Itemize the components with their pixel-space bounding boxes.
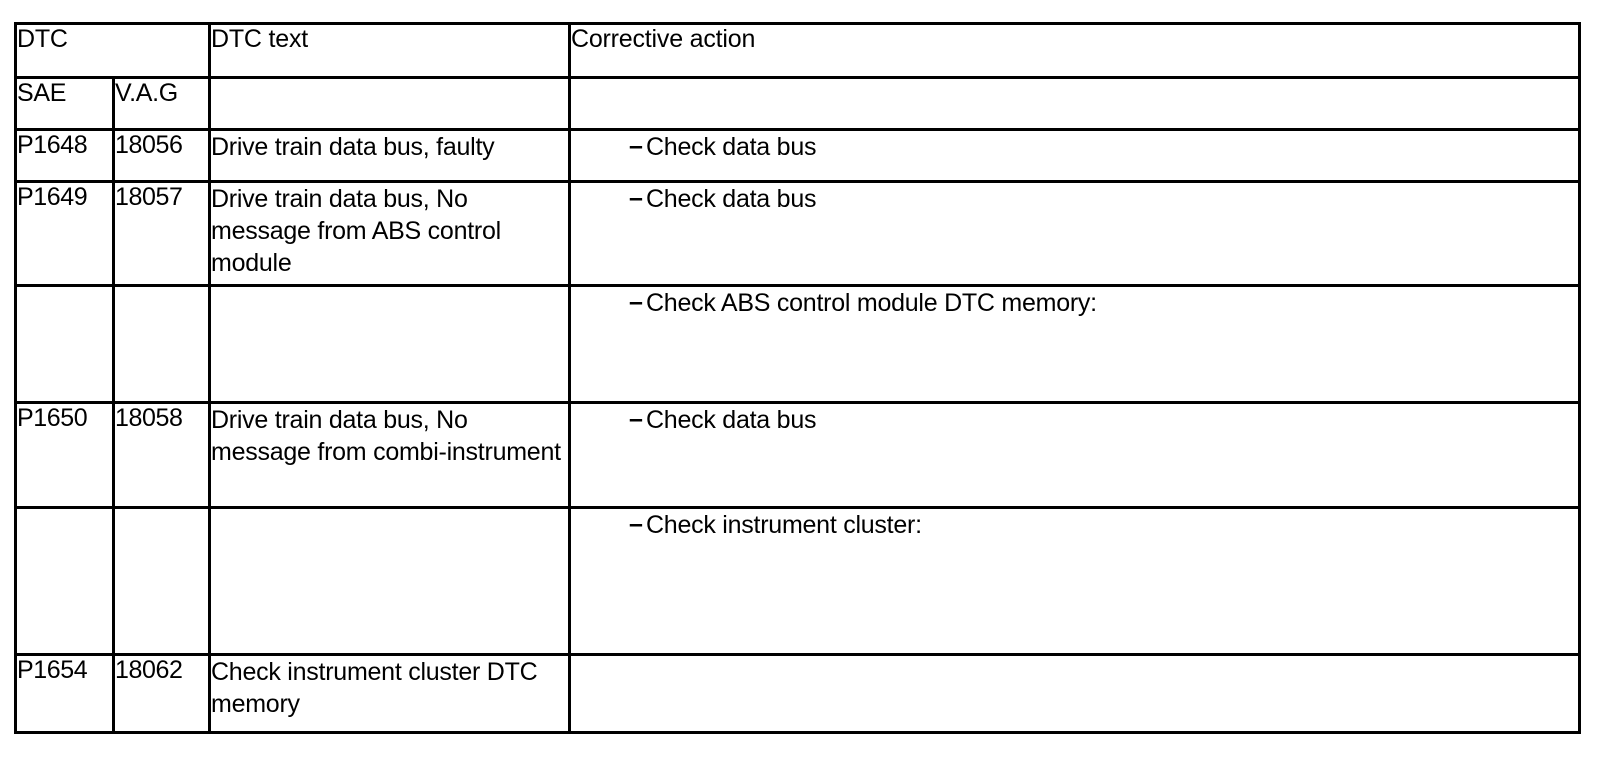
- dtc-table: DTC DTC text Corrective action SAE V.A.G…: [14, 22, 1581, 734]
- action-item-label: Check data bus: [646, 133, 817, 161]
- column-subheader-vag: V.A.G: [112, 76, 211, 131]
- cell-sae-code: P1650: [14, 401, 115, 509]
- cell-dtc-text: Drive train data bus, No message from co…: [208, 401, 571, 509]
- cell-dtc-text: [208, 284, 571, 404]
- cell-vag-code: 18062: [112, 653, 211, 734]
- action-item-label: Check data bus: [646, 185, 817, 213]
- table-body: P1648 18056 Drive train data bus, faulty…: [14, 128, 1581, 734]
- action-item: – Check data bus: [571, 404, 1578, 436]
- table-header: DTC DTC text Corrective action SAE V.A.G: [14, 22, 1581, 131]
- header-row-group: DTC DTC text Corrective action: [14, 22, 1581, 79]
- cell-sae-code: P1648: [14, 128, 115, 183]
- cell-corrective-action: – Check data bus: [568, 128, 1581, 183]
- cell-corrective-action: – Check ABS control module DTC memory:: [568, 284, 1581, 404]
- cell-dtc-text: Check instrument cluster DTC memory: [208, 653, 571, 734]
- table-row: P1649 18057 Drive train data bus, No mes…: [14, 180, 1581, 287]
- dash-bullet-icon: –: [629, 405, 643, 433]
- dash-bullet-icon: –: [629, 510, 643, 538]
- cell-corrective-action: – Check data bus: [568, 180, 1581, 287]
- table-row: – Check ABS control module DTC memory:: [14, 284, 1581, 404]
- action-item: – Check ABS control module DTC memory:: [571, 287, 1578, 319]
- action-item: – Check instrument cluster:: [571, 509, 1578, 541]
- column-header-dtc: DTC: [14, 22, 211, 79]
- table-row: P1654 18062 Check instrument cluster DTC…: [14, 653, 1581, 734]
- action-item-label: Check instrument cluster:: [646, 511, 922, 539]
- action-item-label: Check data bus: [646, 406, 817, 434]
- table-row: – Check instrument cluster:: [14, 506, 1581, 656]
- cell-vag-code: [112, 284, 211, 404]
- column-subheader-sae: SAE: [14, 76, 115, 131]
- cell-sae-code: P1654: [14, 653, 115, 734]
- cell-vag-code: 18056: [112, 128, 211, 183]
- cell-corrective-action: [568, 653, 1581, 734]
- action-item-label: Check ABS control module DTC memory:: [646, 289, 1097, 317]
- cell-sae-code: P1649: [14, 180, 115, 287]
- action-item: – Check data bus: [571, 183, 1578, 215]
- action-item: – Check data bus: [571, 131, 1578, 163]
- dash-bullet-icon: –: [629, 132, 643, 160]
- cell-vag-code: 18057: [112, 180, 211, 287]
- cell-vag-code: [112, 506, 211, 656]
- subheader-corrective-action-blank: [568, 76, 1581, 131]
- cell-sae-code: [14, 284, 115, 404]
- dash-bullet-icon: –: [629, 288, 643, 316]
- column-header-corrective-action: Corrective action: [568, 22, 1581, 79]
- cell-vag-code: 18058: [112, 401, 211, 509]
- cell-dtc-text: [208, 506, 571, 656]
- cell-dtc-text: Drive train data bus, faulty: [208, 128, 571, 183]
- table-row: P1648 18056 Drive train data bus, faulty…: [14, 128, 1581, 183]
- cell-dtc-text: Drive train data bus, No message from AB…: [208, 180, 571, 287]
- table-row: P1650 18058 Drive train data bus, No mes…: [14, 401, 1581, 509]
- cell-corrective-action: – Check data bus: [568, 401, 1581, 509]
- subheader-dtc-text-blank: [208, 76, 571, 131]
- cell-corrective-action: – Check instrument cluster:: [568, 506, 1581, 656]
- column-header-dtc-text: DTC text: [208, 22, 571, 79]
- header-row-sub: SAE V.A.G: [14, 76, 1581, 131]
- cell-sae-code: [14, 506, 115, 656]
- dash-bullet-icon: –: [629, 184, 643, 212]
